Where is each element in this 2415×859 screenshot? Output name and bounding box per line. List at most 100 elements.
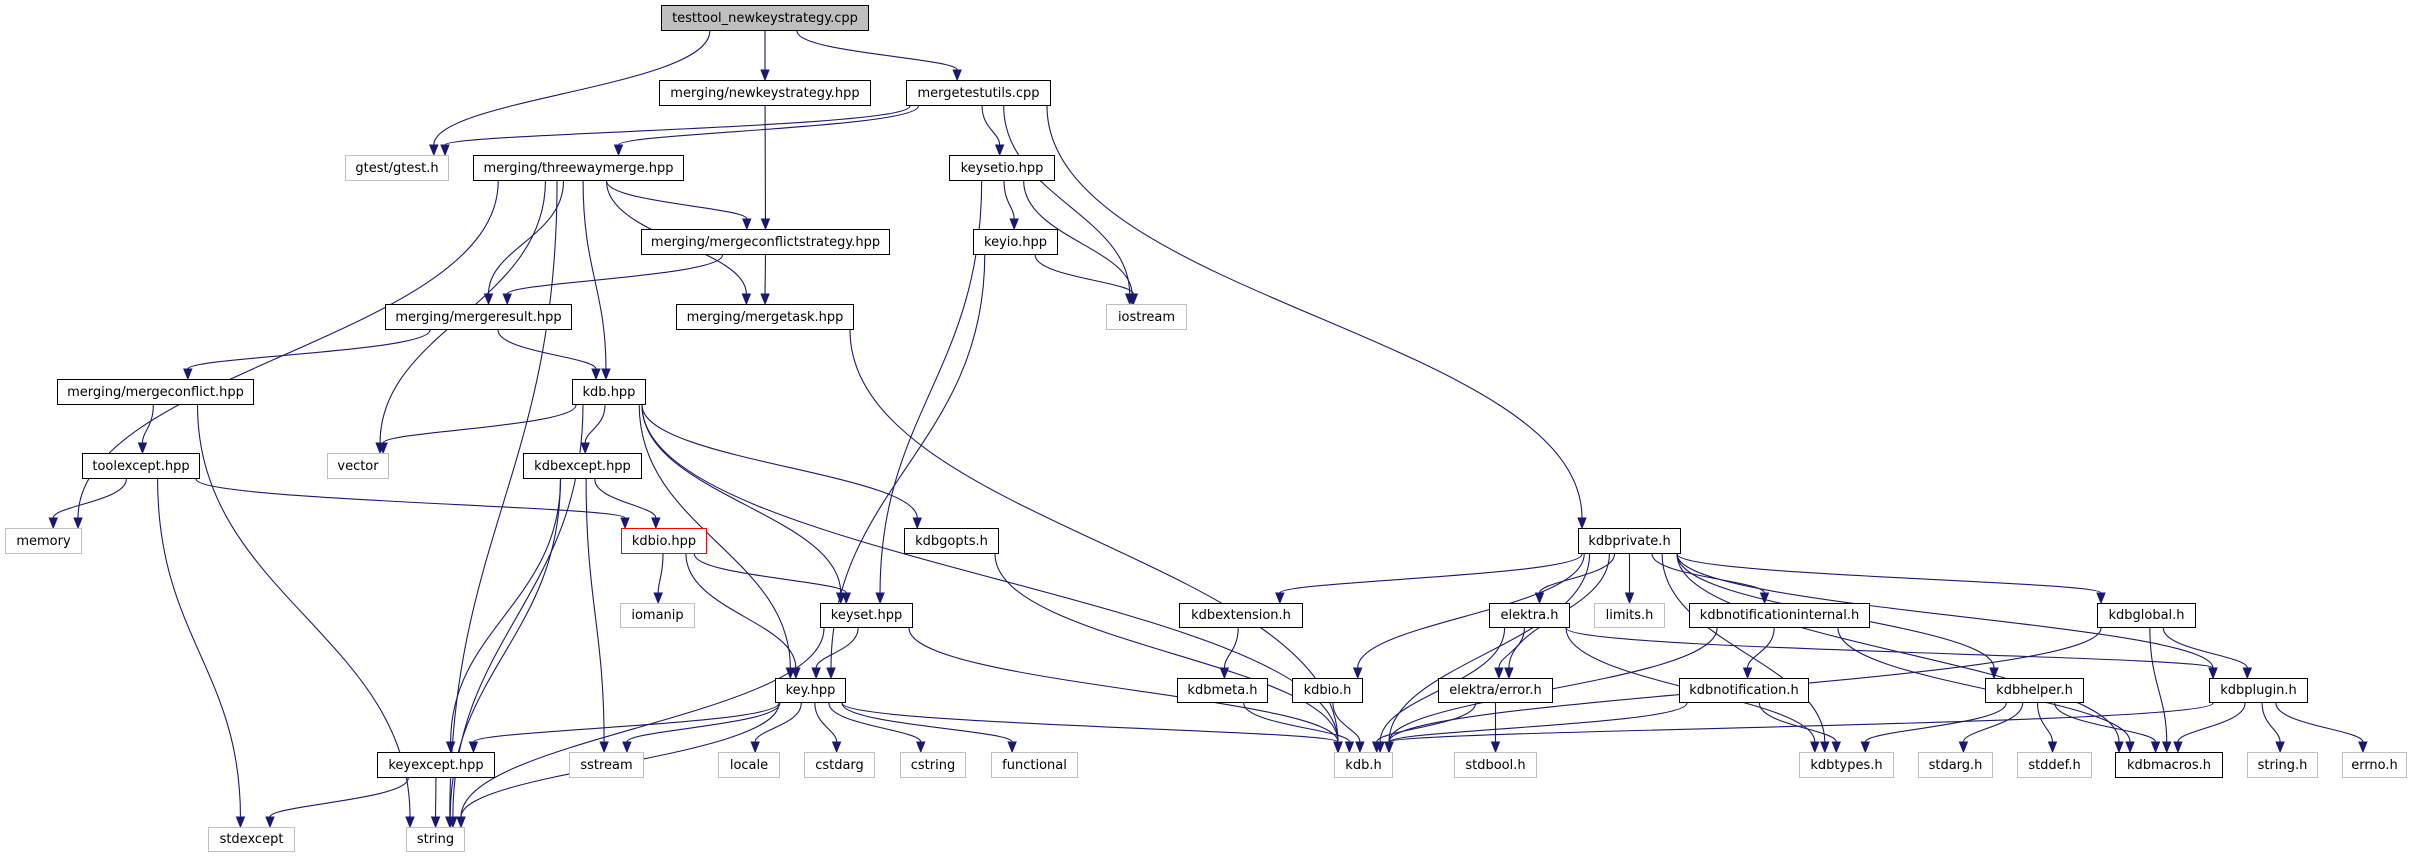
dependency-edge-testtool-to-mergetestutils [796,30,958,71]
arrowhead-icon [613,144,624,157]
graph-node-kdbioh[interactable]: kdbio.h [1292,678,1363,703]
dependency-edge-kdbexcept-to-sstream [585,478,605,743]
graph-node-label: kdbgopts.h [915,533,988,549]
arrowhead-icon [429,144,439,157]
graph-node-kdbgopts[interactable]: kdbgopts.h [904,528,999,554]
graph-node-keysetio[interactable]: keysetio.hpp [949,155,1055,181]
arrowhead-icon [2114,741,2124,754]
graph-node-kdbhpp[interactable]: kdb.hpp [572,379,646,405]
dependency-edge-kdbhelper-to-stdarg [1962,702,2024,743]
graph-node-label: merging/threewaymerge.hpp [483,160,674,176]
dependency-edge-kdbprivate-to-kdbglobal [1676,553,2102,594]
graph-node-key[interactable]: key.hpp [775,678,846,703]
graph-node-kdbtypes: kdbtypes.h [1799,752,1894,778]
arrowhead-icon [750,741,760,754]
arrowhead-icon [445,741,456,754]
graph-node-elektraerror[interactable]: elektra/error.h [1438,678,1553,703]
graph-node-keyio[interactable]: keyio.hpp [973,229,1058,255]
arrowhead-icon [1989,667,1999,680]
graph-node-kdbprivate[interactable]: kdbprivate.h [1578,528,1681,554]
dependency-edge-kdbnotificationinternal-to-kdbnotification [1747,627,1775,669]
arrowhead-icon [1958,741,1969,754]
graph-node-label: stdexcept [219,832,284,847]
graph-node-kdbhelper[interactable]: kdbhelper.h [1985,678,2084,703]
arrowhead-icon [1275,592,1285,605]
arrowhead-icon [831,741,842,754]
graph-node-label: elektra/error.h [1449,683,1542,698]
graph-node-label: kdbhelper.h [1996,683,2073,698]
arrowhead-icon [580,442,590,455]
graph-node-kdbiohpp[interactable]: kdbio.hpp [621,528,707,554]
dependency-edge-kdbgopts-to-kdbh [994,553,1339,743]
dependency-edge-kdbiohpp-to-iomanip [657,553,664,594]
arrowhead-icon [2096,592,2106,605]
arrowhead-icon [601,368,611,381]
dependency-edge-kdbplugin-to-kdbh [1388,702,2214,743]
arrowhead-icon [1352,667,1363,680]
dependency-edge-kdbioh-to-kdbh [1332,702,1361,743]
dependency-edge-kdbexcept-to-keyexcept [450,478,562,743]
graph-node-label: string.h [2257,757,2308,773]
graph-node-kdbmeta[interactable]: kdbmeta.h [1177,678,1268,703]
dependency-edge-mergetestutils-to-keysetio [981,105,1001,146]
graph-node-kdbnotification[interactable]: kdbnotification.h [1679,678,1809,703]
graph-node-stdarg: stdarg.h [1918,752,1993,778]
graph-node-mergeconflictstrategy[interactable]: merging/mergeconflictstrategy.hpp [641,229,890,255]
graph-node-label: merging/mergeresult.hpp [395,309,562,325]
dependency-edge-kdbhpp-to-kdbexcept [584,404,606,444]
arrowhead-icon [591,368,601,381]
graph-node-label: kdbio.hpp [631,533,697,549]
graph-node-mergetestutils[interactable]: mergetestutils.cpp [906,80,1051,106]
graph-node-mergeresult[interactable]: merging/mergeresult.hpp [385,304,572,330]
dependency-edge-key-to-cstdarg [814,702,838,743]
dependency-edge-key-to-functional [841,702,1013,743]
graph-node-keyexcept[interactable]: keyexcept.hpp [377,752,495,778]
graph-node-stringh: string.h [2247,752,2318,778]
graph-node-label: string [416,832,455,847]
dependency-edge-kdbprivate-to-elektra [1538,553,1616,594]
graph-node-toolexcept[interactable]: toolexcept.hpp [82,453,200,479]
dependency-edge-kdbnotificationinternal-to-kdbh [1388,627,1718,743]
graph-node-cstring: cstring [900,752,966,778]
dependency-edge-kdbhelper-to-kdbmacros [2054,702,2157,743]
graph-node-testtool[interactable]: testtool_newkeystrategy.cpp [661,5,869,31]
arrowhead-icon [1820,741,1830,754]
arrowhead-icon [1624,592,1635,605]
graph-node-label: kdbnotificationinternal.h [1699,608,1860,623]
graph-node-kdbh: kdb.h [1334,752,1393,778]
arrowhead-icon [760,69,770,82]
graph-node-kdbnotificationinternal[interactable]: kdbnotificationinternal.h [1689,603,1870,628]
arrowhead-icon [841,592,851,605]
graph-node-label: sstream [580,757,633,773]
graph-node-kdbextension[interactable]: kdbextension.h [1179,603,1303,628]
arrowhead-icon [235,816,246,829]
arrowhead-icon [1810,741,1820,754]
graph-node-label: keyset.hpp [830,608,903,623]
dependency-edge-kdbmeta-to-kdbh [1243,702,1350,743]
arrowhead-icon [2173,741,2183,754]
arrowhead-icon [2358,741,2368,754]
graph-node-mergeconflict[interactable]: merging/mergeconflict.hpp [57,379,254,405]
graph-node-threewaymerge[interactable]: merging/threewaymerge.hpp [473,155,684,181]
graph-node-label: gtest/gtest.h [355,160,439,176]
dependency-edge-kdbnotification-to-kdbh [1388,702,1688,743]
graph-node-kdbplugin[interactable]: kdbplugin.h [2209,678,2308,703]
graph-node-label: key.hpp [785,683,836,698]
arrowhead-icon [137,442,148,455]
dependency-edge-kdbprivate-to-kdbioh [1357,553,1585,669]
arrowhead-icon [620,517,630,530]
arrowhead-icon [741,293,752,306]
dependency-edge-threewaymerge-to-mergeconflictstrategy [606,180,748,220]
dependency-edge-keyexcept-to-stdexcept [269,777,409,818]
graph-node-newkeystrategy[interactable]: merging/newkeystrategy.hpp [659,80,871,106]
dependency-edge-key-to-locale [754,702,802,743]
graph-node-kdbmacros[interactable]: kdbmacros.h [2115,752,2223,778]
graph-node-stddef: stddef.h [2017,752,2092,778]
graph-node-label: locale [729,757,769,773]
graph-node-elektra[interactable]: elektra.h [1489,603,1570,628]
graph-node-mergetask[interactable]: merging/mergetask.hpp [676,304,854,330]
graph-node-kdbexcept[interactable]: kdbexcept.hpp [523,453,642,479]
graph-node-keyset[interactable]: keyset.hpp [820,603,913,628]
arrowhead-icon [622,741,632,754]
graph-node-kdbglobal[interactable]: kdbglobal.h [2097,603,2196,628]
